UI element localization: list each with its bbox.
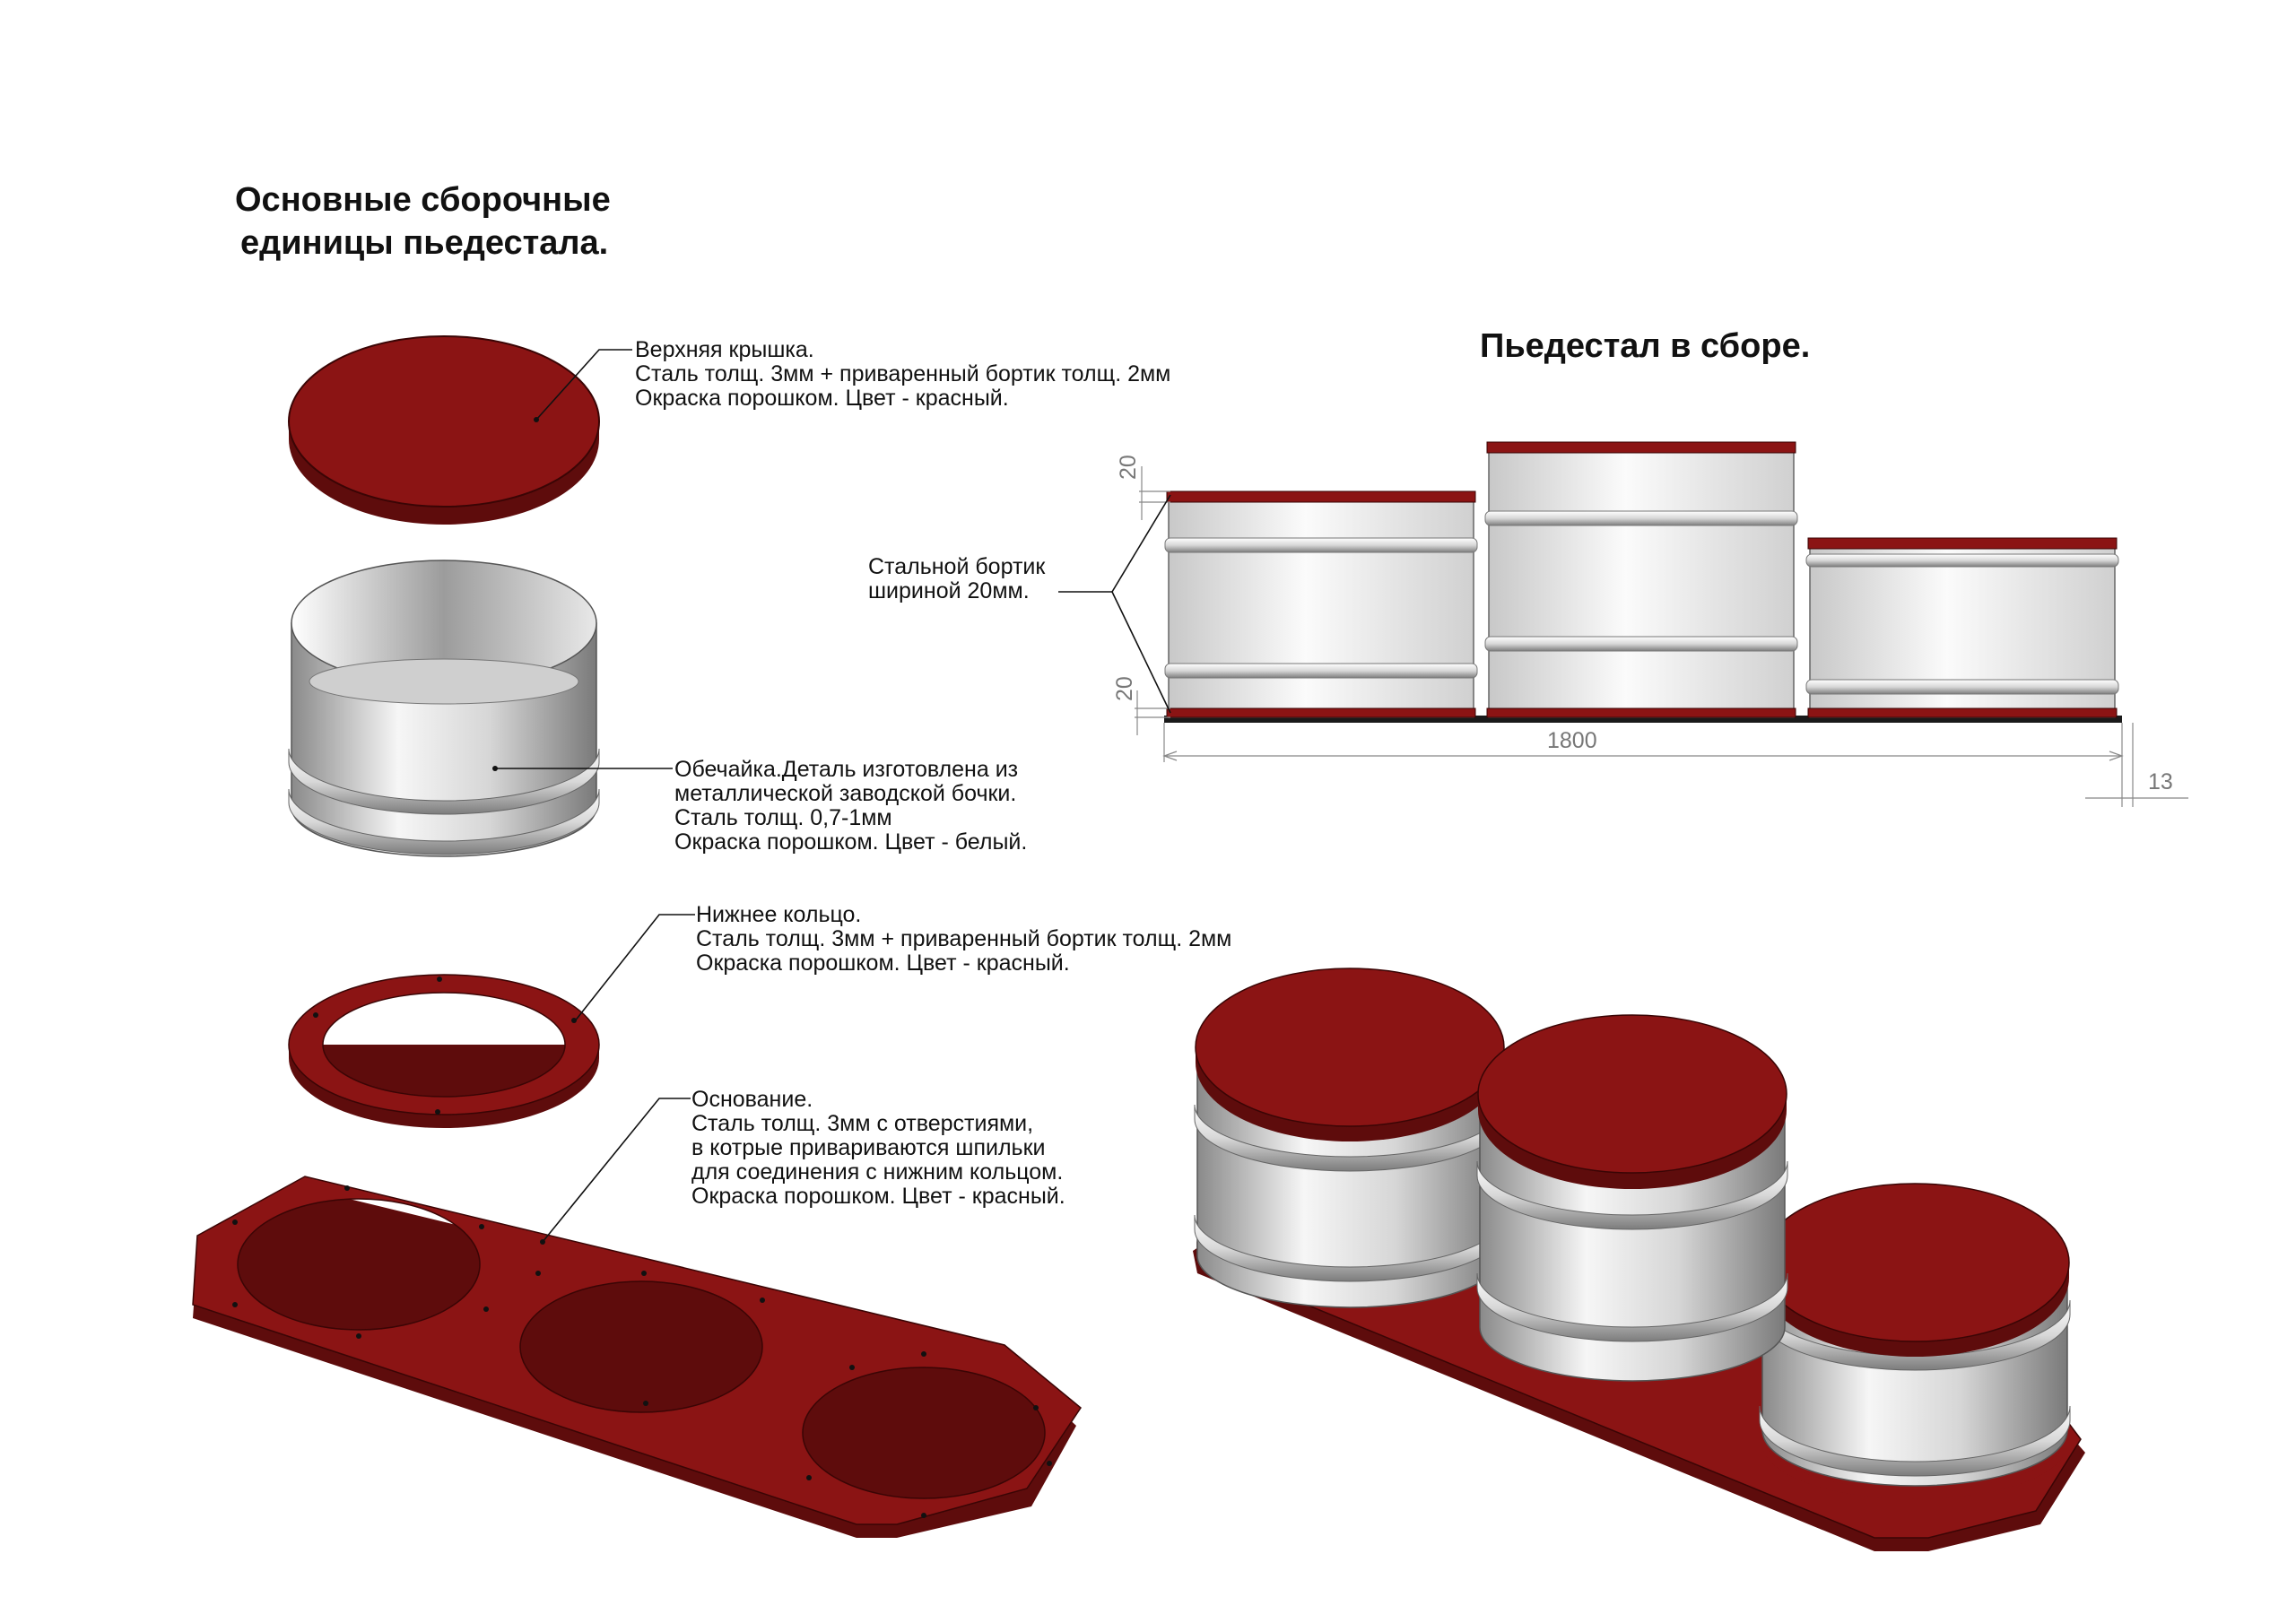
parts-title-line2: единицы пьедестала. (240, 224, 608, 262)
svg-text:Обечайка.Деталь изготовлена из: Обечайка.Деталь изготовлена из (674, 757, 1018, 782)
svg-text:для соединения с нижним кольцо: для соединения с нижним кольцом. (691, 1159, 1063, 1185)
top-lid (288, 335, 600, 525)
front-barrel-right (1805, 537, 2119, 718)
base-callout-line: для соединения с нижним кольцом. (691, 1159, 1063, 1185)
shell-callout-line: Окраска порошком. Цвет - белый. (674, 829, 1027, 855)
dimension-offset (2085, 723, 2188, 807)
svg-text:металлической заводской бочки.: металлической заводской бочки. (674, 781, 1016, 806)
dimension-rim-top (1139, 466, 1170, 520)
rim-callout-line: Стальной бортик (868, 554, 1046, 579)
front-barrel-left (1164, 490, 1478, 718)
shell-callout-line: металлической заводской бочки. (674, 781, 1016, 806)
lid-callout: Верхняя крышка. Сталь толщ. 3мм + привар… (535, 337, 1170, 421)
dim-label-offset: 13 (2148, 769, 2173, 794)
base-callout-line: Сталь толщ. 3мм с отверстиями, (691, 1111, 1033, 1136)
rim-callout-line: шириной 20мм. (868, 578, 1030, 603)
base-callout-line: Основание. (691, 1087, 813, 1112)
rim-callout (1058, 494, 1171, 714)
svg-text:Верхняя крышка.: Верхняя крышка. (635, 337, 814, 362)
shell-callout: Обечайка.Деталь изготовлена из металличе… (495, 757, 1027, 855)
svg-text:Сталь толщ. 3мм с отверстиями,: Сталь толщ. 3мм с отверстиями, (691, 1111, 1033, 1136)
assembled-front-view: 20 20 1800 13 Стальной бортик шириной 20 (868, 441, 2188, 807)
dim-label-rim-top: 20 (1116, 455, 1141, 480)
dim-label-width: 1800 (1547, 728, 1597, 753)
assembled-title: Пьедестал в сборе. (1480, 327, 1810, 365)
front-barrel-middle (1484, 441, 1798, 718)
dimension-width (1162, 723, 2124, 807)
base-callout: Основание. Сталь толщ. 3мм с отверстиями… (542, 1087, 1065, 1243)
ring-callout-line: Сталь толщ. 3мм + приваренный бортик тол… (696, 926, 1231, 951)
barrel-shell (288, 560, 600, 857)
svg-text:Окраска порошком. Цвет - красн: Окраска порошком. Цвет - красный. (635, 386, 1009, 411)
assembled-isometric-view (1193, 968, 2085, 1551)
svg-text:Сталь толщ. 3мм + приваренный: Сталь толщ. 3мм + приваренный бортик тол… (696, 926, 1231, 951)
lid-callout-line: Верхняя крышка. (635, 337, 814, 362)
svg-text:Окраска порошком. Цвет - белый: Окраска порошком. Цвет - белый. (674, 829, 1027, 855)
svg-text:Окраска порошком. Цвет - красн: Окраска порошком. Цвет - красный. (696, 950, 1070, 976)
dim-label-rim-bottom: 20 (1112, 676, 1137, 701)
svg-text:Окраска порошком. Цвет - красн: Окраска порошком. Цвет - красный. (691, 1184, 1065, 1209)
svg-text:Сталь толщ. 0,7-1мм: Сталь толщ. 0,7-1мм (674, 805, 892, 830)
iso-barrel-left (1194, 968, 1506, 1308)
svg-text:Основание.: Основание. (691, 1087, 813, 1112)
iso-barrel-middle (1476, 1014, 1788, 1382)
shell-callout-line: Обечайка.Деталь изготовлена из (674, 757, 1018, 782)
base-callout-line: в котрые привариваются шпильки (691, 1135, 1045, 1160)
ring-callout-line: Окраска порошком. Цвет - красный. (696, 950, 1070, 976)
svg-text:Нижнее кольцо.: Нижнее кольцо. (696, 902, 861, 927)
ring-callout: Нижнее кольцо. Сталь толщ. 3мм + приваре… (573, 902, 1231, 1023)
svg-text:Сталь толщ. 3мм + приваренный: Сталь толщ. 3мм + приваренный бортик тол… (635, 361, 1170, 386)
svg-text:в котрые привариваются шпильки: в котрые привариваются шпильки (691, 1135, 1045, 1160)
iso-barrel-right (1759, 1183, 2071, 1499)
lid-callout-line: Окраска порошком. Цвет - красный. (635, 386, 1009, 411)
base-callout-line: Окраска порошком. Цвет - красный. (691, 1184, 1065, 1209)
parts-title-line1: Основные сборочные (235, 181, 611, 219)
ring-callout-line: Нижнее кольцо. (696, 902, 861, 927)
base-plate (192, 1176, 1083, 1538)
lid-callout-line: Сталь толщ. 3мм + приваренный бортик тол… (635, 361, 1170, 386)
bottom-ring (288, 974, 600, 1128)
shell-callout-line: Сталь толщ. 0,7-1мм (674, 805, 892, 830)
dimension-rim-bottom (1135, 690, 1170, 735)
